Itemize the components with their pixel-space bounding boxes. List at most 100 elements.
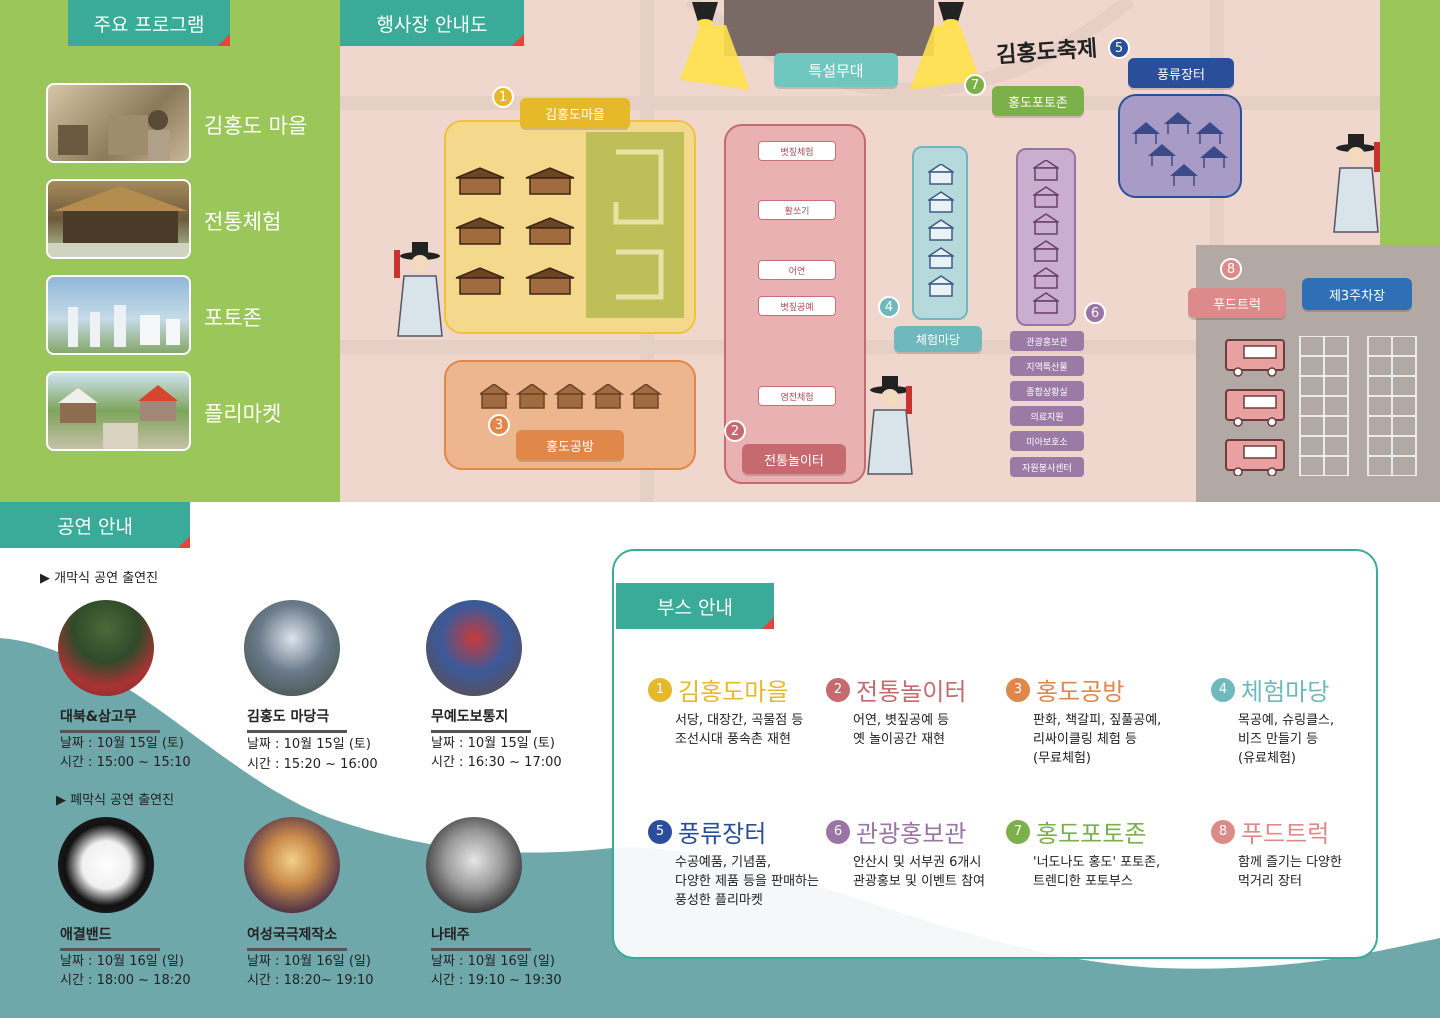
performer-date: 날짜 : 10월 16일 (일) [247, 954, 371, 969]
performer-name: 여성국극제작소 [247, 924, 347, 951]
zone-label-workshop: 홍도공방 [516, 430, 624, 460]
spotlight-icon [690, 2, 720, 28]
program-header: 주요 프로그램 [68, 0, 230, 46]
booth-number: 5 [648, 819, 672, 844]
booth-title-text: 체험마당 [1241, 678, 1330, 706]
performer-name: 무예도보통지 [431, 706, 531, 733]
venue-map: 행사장 안내도 특설무대 김홍도축제 1 김홍도마을 [340, 0, 1440, 502]
zone-label-food-truck: 푸드트럭 [1188, 288, 1286, 318]
booth-description-line: (유료체험) [1238, 751, 1296, 766]
playground-item: 볏짚공예 [758, 296, 836, 316]
zone-number-2: 2 [724, 420, 746, 442]
zone-number-4: 4 [878, 296, 900, 318]
green-area [1380, 0, 1440, 245]
booth-description-line: 다양한 제품 등을 판매하는 [675, 874, 819, 889]
opening-title: ▶ 개막식 공연 출연진 [40, 571, 159, 586]
closing-title: ▶ 폐막식 공연 출연진 [56, 793, 175, 808]
workshop-booths [480, 384, 663, 409]
performer-photo [426, 817, 522, 913]
playground-item: 활쏘기 [758, 200, 836, 220]
spotlight-icon [936, 2, 966, 28]
booth-title-text: 관광홍보관 [856, 820, 967, 848]
zone-number-6: 6 [1084, 302, 1106, 324]
performer-time: 시간 : 19:10 ~ 19:30 [431, 973, 562, 988]
experience-booths [928, 164, 954, 297]
booth-description-line: (무료체험) [1033, 751, 1091, 766]
tourism-item: 종합상황실 [1010, 381, 1084, 401]
stage-building [724, 0, 934, 56]
booth-description-line: '너도나도 홍도' 포토존, [1033, 855, 1161, 870]
performance-header: 공연 안내 [0, 502, 190, 548]
booth-description-line: 어연, 볏짚공예 등 [853, 713, 950, 728]
program-label-village: 김홍도 마을 [204, 114, 308, 138]
booth-description-line: 서당, 대장간, 곡물점 등 [675, 713, 804, 728]
performer-date: 날짜 : 10월 15일 (토) [60, 736, 184, 751]
tourism-item: 지역특산물 [1010, 356, 1084, 376]
booth-description-line: 목공예, 슈링클스, [1238, 713, 1335, 728]
program-label-flea-market: 플리마켓 [204, 402, 282, 426]
zone-number-3: 3 [488, 414, 510, 436]
character-illustration [1333, 134, 1380, 233]
booth-title-text: 푸드트럭 [1241, 820, 1330, 848]
performer-name: 애결밴드 [60, 924, 160, 951]
zone-number-7: 7 [964, 74, 986, 96]
food-trucks-and-parking [1225, 336, 1417, 476]
zone-number-5: 5 [1108, 37, 1130, 59]
parking-label: 제3주차장 [1302, 278, 1412, 310]
zone-number-8: 8 [1220, 258, 1242, 280]
booth-number: 6 [826, 819, 850, 844]
flea-market-photo [46, 371, 191, 451]
performer-time: 시간 : 18:20~ 19:10 [247, 973, 374, 988]
booth-description-line: 조선시대 풍속촌 재현 [675, 732, 791, 747]
playground-item: 볏짚체험 [758, 141, 836, 161]
tourism-booths [1033, 160, 1059, 314]
booth-description: 판화, 책갈피, 짚풀공예,리싸이클링 체험 등(무료체험) [1033, 711, 1161, 768]
performer-photo [426, 600, 522, 696]
program-panel: 주요 프로그램 김홍도 마을 전통체험 포토존 플리마켓 [0, 0, 340, 502]
performer-time: 시간 : 18:00 ~ 18:20 [60, 973, 191, 988]
booth-number: 4 [1211, 677, 1235, 702]
character-illustration [394, 242, 443, 337]
performer-date: 날짜 : 10월 16일 (일) [431, 954, 555, 969]
performer-name: 김홍도 마당극 [247, 706, 347, 733]
booth-description-line: 먹거리 장터 [1238, 874, 1302, 889]
village-field [586, 132, 684, 318]
photozone-photo [46, 275, 191, 355]
zone-label-photozone: 홍도포토존 [992, 86, 1084, 116]
traditional-experience-photo [46, 179, 191, 259]
performer-photo [244, 817, 340, 913]
spotlight-beams [680, 25, 980, 90]
performer-time: 시간 : 15:20 ~ 16:00 [247, 757, 378, 772]
booth-description: '너도나도 홍도' 포토존, 트렌디한 포토부스 [1033, 853, 1160, 891]
zone-market [1118, 94, 1242, 198]
booth-description-line: 옛 놀이공간 재현 [853, 732, 945, 747]
performer-date: 날짜 : 10월 15일 (토) [431, 736, 555, 751]
performer-photo [58, 817, 154, 913]
booth-description-line: 트렌디한 포토부스 [1033, 874, 1133, 889]
tourism-item: 의료지원 [1010, 406, 1084, 426]
booth-header: 부스 안내 [616, 583, 774, 629]
tourism-item: 미아보호소 [1010, 431, 1084, 451]
zone-label-market: 풍류장터 [1128, 58, 1234, 88]
performer-name: 대북&삼고무 [60, 706, 160, 733]
village-photo [46, 83, 191, 163]
booth-number: 7 [1006, 819, 1030, 844]
booth-description-line: 안산시 및 서부권 6개시 [853, 855, 982, 870]
booth-description-line: 풍성한 플리마켓 [675, 893, 763, 908]
booth-title-text: 풍류장터 [678, 820, 767, 848]
performer-date: 날짜 : 10월 16일 (일) [60, 954, 184, 969]
village-houses [455, 167, 575, 295]
performer-time: 시간 : 15:00 ~ 15:10 [60, 755, 191, 770]
booth-description-line: 판화, 책갈피, 짚풀공예, [1033, 713, 1162, 728]
program-label-experience: 전통체험 [204, 210, 282, 234]
